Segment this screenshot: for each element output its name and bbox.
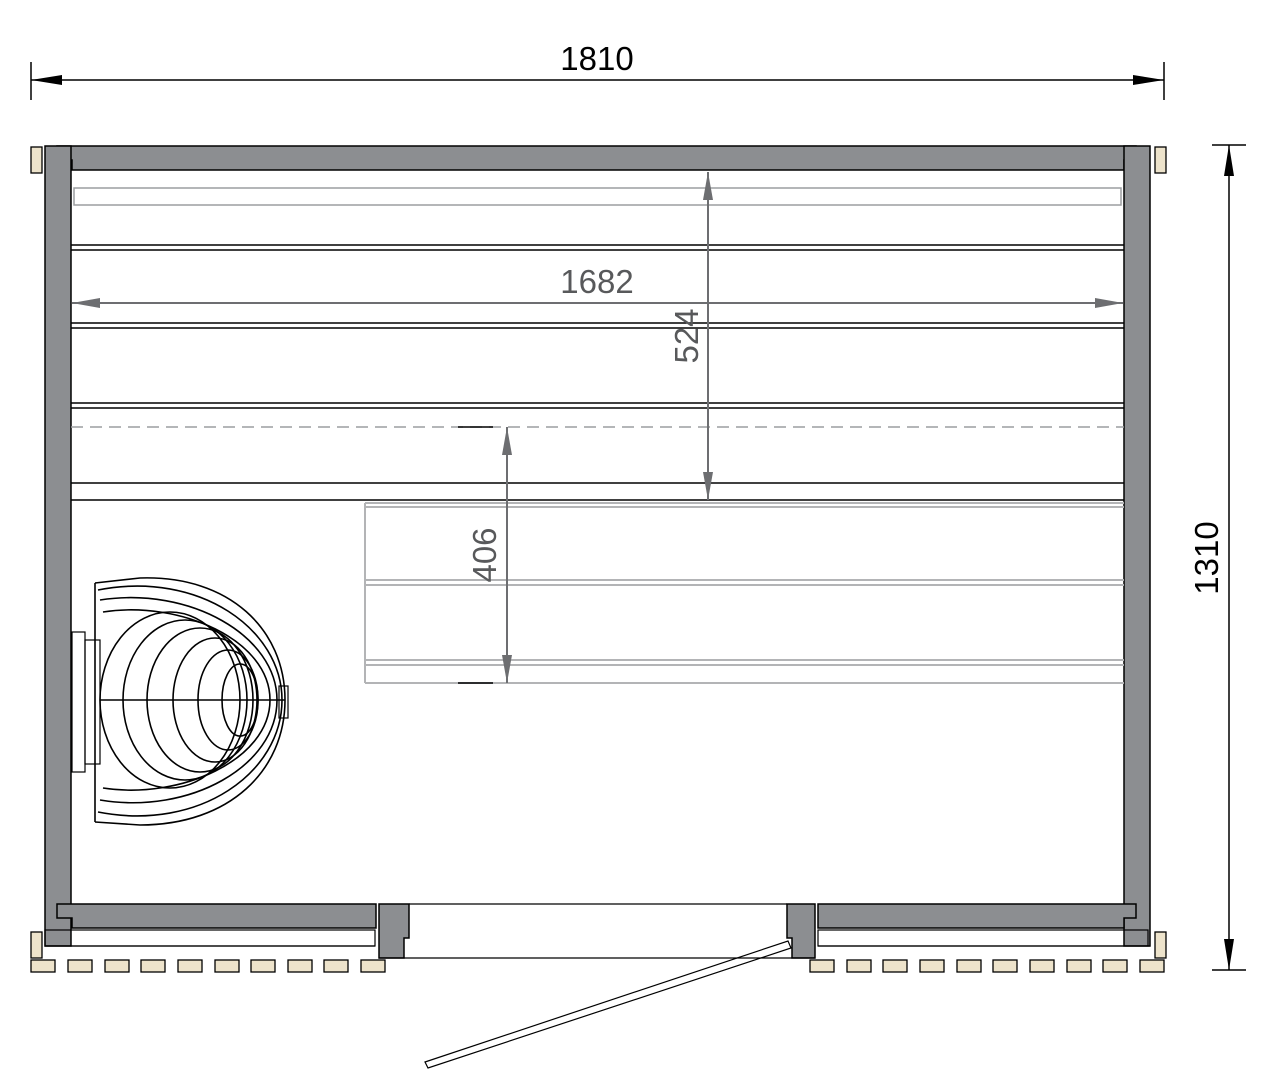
outer-width-label: 1810 [560,40,633,77]
upper-bench-depth-dimension: 524 [668,172,713,500]
lower-bench [364,426,1124,684]
front-wall-left [56,903,377,929]
bench-length-dimension: 1682 [72,263,1123,308]
upper-bench [71,187,1124,501]
outer-depth-dimension: 1310 [1188,144,1246,971]
corner-posts [30,146,1167,959]
outer-depth-label: 1310 [1188,521,1225,594]
front-wall-right [817,903,1137,929]
door-frame-left [378,903,410,959]
glass-door [424,940,792,1069]
door-frame-right [786,903,816,959]
right-wall [1123,145,1151,947]
bench-length-label: 1682 [560,263,633,300]
foundation-blocks [30,959,1165,973]
lower-bench-depth-label: 406 [466,527,503,582]
walls [44,145,1151,959]
left-wall [44,145,72,947]
outer-width-dimension: 1810 [30,40,1165,100]
lower-bench-depth-dimension: 406 [466,427,512,683]
upper-bench-depth-label: 524 [668,308,705,363]
back-wall [56,145,1137,171]
backrest [73,187,1122,206]
sauna-heater-icon [71,577,289,826]
